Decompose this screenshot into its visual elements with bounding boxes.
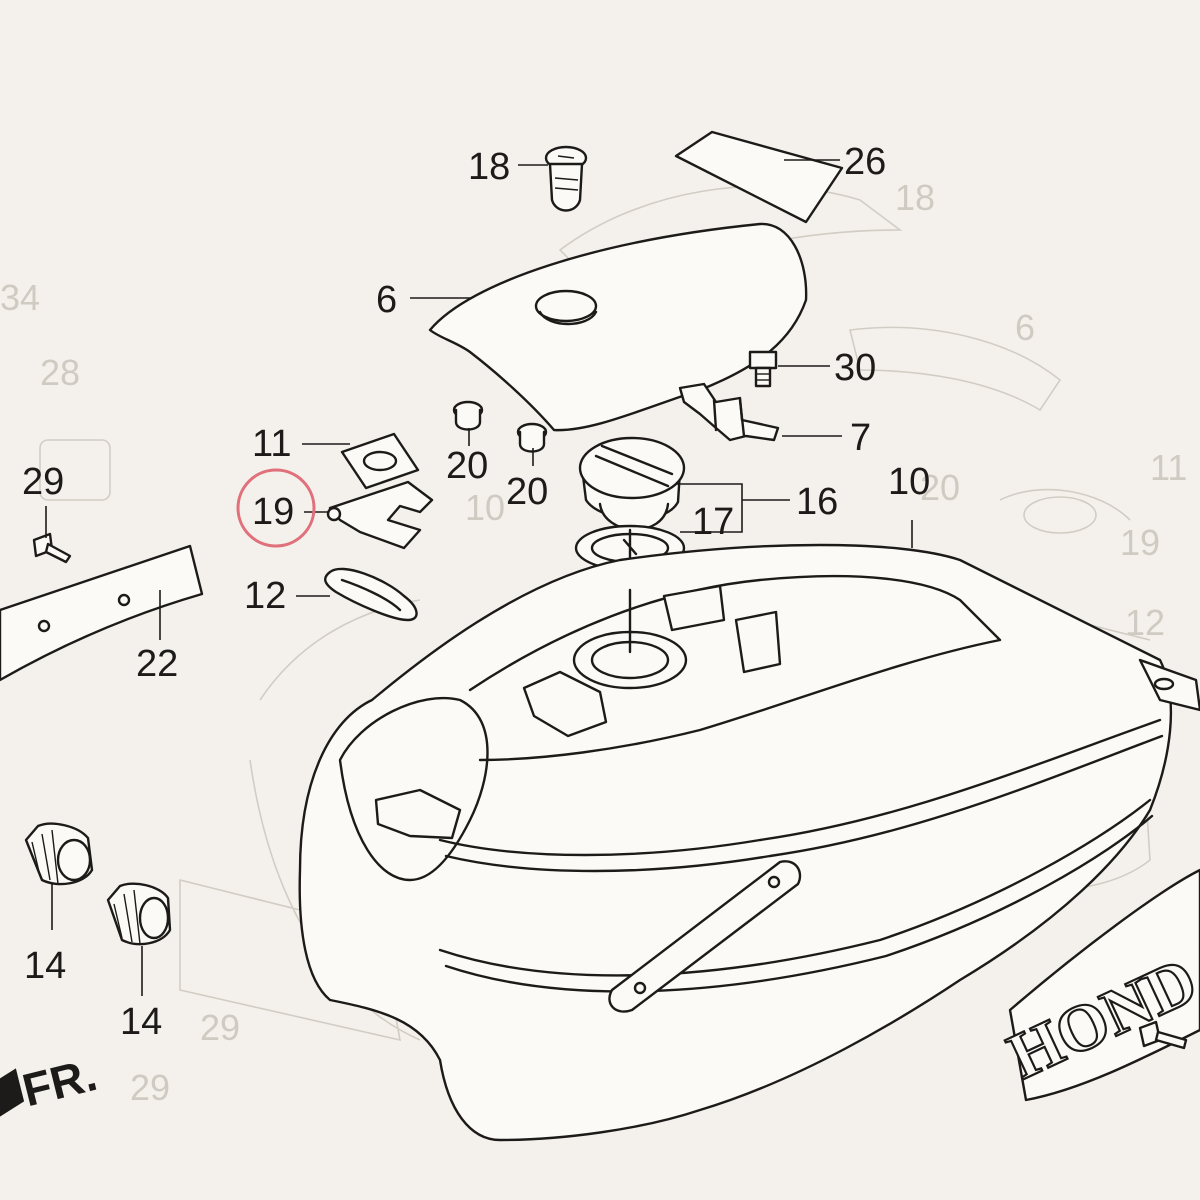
part-10-fuel-tank (298, 543, 1200, 1142)
part-16-fuel-cap (578, 436, 686, 531)
callout-10: 10 (888, 461, 930, 503)
ghost-label: 29 (200, 1007, 240, 1048)
callout-16: 16 (796, 481, 838, 523)
callout-22: 22 (136, 643, 178, 685)
arrow-icon (0, 1068, 25, 1119)
part-14-cushion-b (106, 882, 172, 946)
part-7-bracket (678, 382, 780, 442)
callout-30: 30 (834, 347, 876, 389)
ghost-label: 6 (1015, 307, 1035, 348)
ghost-label: 19 (1120, 522, 1160, 563)
callout-7: 7 (850, 417, 871, 459)
highlight-circle (236, 468, 316, 548)
ghost-label: 34 (0, 277, 40, 318)
part-29-screw (32, 532, 72, 564)
front-direction-marker: FR. (0, 1048, 102, 1119)
ghost-label: 12 (1125, 602, 1165, 643)
callout-20: 20 (446, 445, 488, 487)
part-20-grommet-b (516, 422, 548, 453)
callout-6: 6 (376, 279, 397, 321)
part-18-screw (544, 145, 588, 212)
leader-lines (45, 159, 913, 996)
ghost-label: 11 (1150, 447, 1187, 488)
callout-29: 29 (22, 461, 64, 503)
callout-19: 19 (252, 491, 294, 533)
direction-label: FR. (17, 1048, 101, 1116)
ghost-label: 29 (130, 1067, 170, 1108)
callout-14: 14 (24, 945, 66, 987)
part-12-seal (324, 567, 418, 622)
part-19-clip (326, 480, 434, 550)
callout-11: 11 (252, 423, 291, 465)
callout-20: 20 (506, 471, 548, 513)
callout-26: 26 (844, 141, 886, 183)
part-22-strip (0, 544, 204, 682)
ghost-label: 28 (40, 352, 80, 393)
part-26-plate (674, 130, 844, 224)
part-6-cover (428, 222, 808, 432)
ghost-label: 18 (895, 177, 935, 218)
part-11-washer (340, 432, 420, 490)
callout-17: 17 (692, 501, 734, 543)
callouts: 26 18 6 30 7 11 20 20 10 16 17 29 19 12 … (22, 141, 930, 1043)
ghost-label: 10 (465, 487, 505, 528)
part-30-bolt (748, 350, 778, 388)
callout-14: 14 (120, 1001, 162, 1043)
ghost-label: 20 (920, 467, 960, 508)
part-20-grommet-a (452, 400, 484, 431)
callout-12: 12 (244, 575, 286, 617)
emblem-screw (1138, 1020, 1188, 1050)
part-14-cushion-a (24, 822, 94, 886)
callout-18: 18 (468, 146, 510, 188)
